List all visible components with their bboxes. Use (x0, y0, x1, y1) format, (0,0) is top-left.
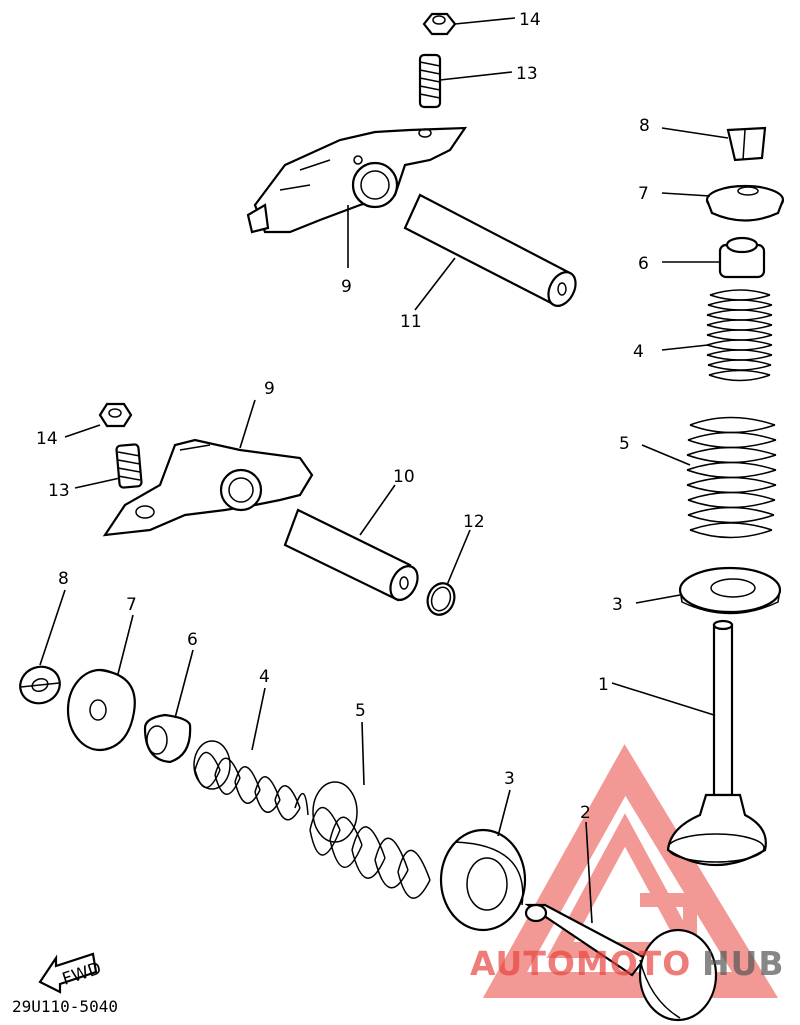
top-rocker-shaft-part (403, 193, 577, 307)
bottom-valve-row-part (19, 665, 718, 1022)
top-nut-part (422, 12, 457, 36)
callout-bot-4: 4 (259, 667, 270, 687)
callout-mid-9: 9 (264, 379, 275, 399)
callout-right-5: 5 (619, 434, 630, 454)
callout-top-9: 9 (341, 277, 352, 297)
callout-mid-13: 13 (48, 481, 70, 501)
top-adjust-screw-part (418, 53, 442, 109)
callout-bot-2: 2 (580, 803, 591, 823)
mid-rocker-shaft-part (283, 508, 419, 602)
callout-bot-7: 7 (126, 595, 137, 615)
callout-right-4: 4 (633, 342, 644, 362)
watermark-brand-part1: AUTOMOTO (470, 944, 691, 983)
mid-rocker-arm-part (98, 402, 456, 616)
callout-mid-10: 10 (393, 467, 415, 487)
callout-mid-12: 12 (463, 512, 485, 532)
callout-right-3: 3 (612, 595, 623, 615)
callout-labels: 14 13 9 11 9 14 13 10 12 8 7 6 4 5 3 1 8… (36, 10, 650, 823)
right-valve-stack-part (666, 126, 785, 866)
callout-top-14: 14 (519, 10, 541, 30)
callout-bot-3: 3 (504, 769, 515, 789)
leader-lines (39, 17, 729, 924)
watermark-brand-part2: HUB (702, 944, 785, 983)
callout-right-8: 8 (639, 116, 650, 136)
callout-top-13: 13 (516, 64, 538, 84)
callout-bot-8: 8 (58, 569, 69, 589)
callout-right-7: 7 (638, 184, 649, 204)
callout-right-6: 6 (638, 254, 649, 274)
callout-bot-5: 5 (355, 701, 366, 721)
callout-bot-6: 6 (187, 630, 198, 650)
mid-nut-part (98, 402, 133, 428)
fwd-arrow-icon: FWD (38, 952, 104, 994)
diagram-code: 29U110-5040 (12, 997, 118, 1016)
callout-top-11: 11 (400, 312, 422, 332)
watermark-text: AUTOMOTO HUB (470, 944, 785, 983)
callout-mid-14: 14 (36, 429, 58, 449)
callout-right-1: 1 (598, 675, 609, 695)
mid-adjust-screw-part (115, 443, 143, 489)
mid-oring-part (426, 582, 456, 616)
top-rocker-arm-part (246, 12, 577, 307)
